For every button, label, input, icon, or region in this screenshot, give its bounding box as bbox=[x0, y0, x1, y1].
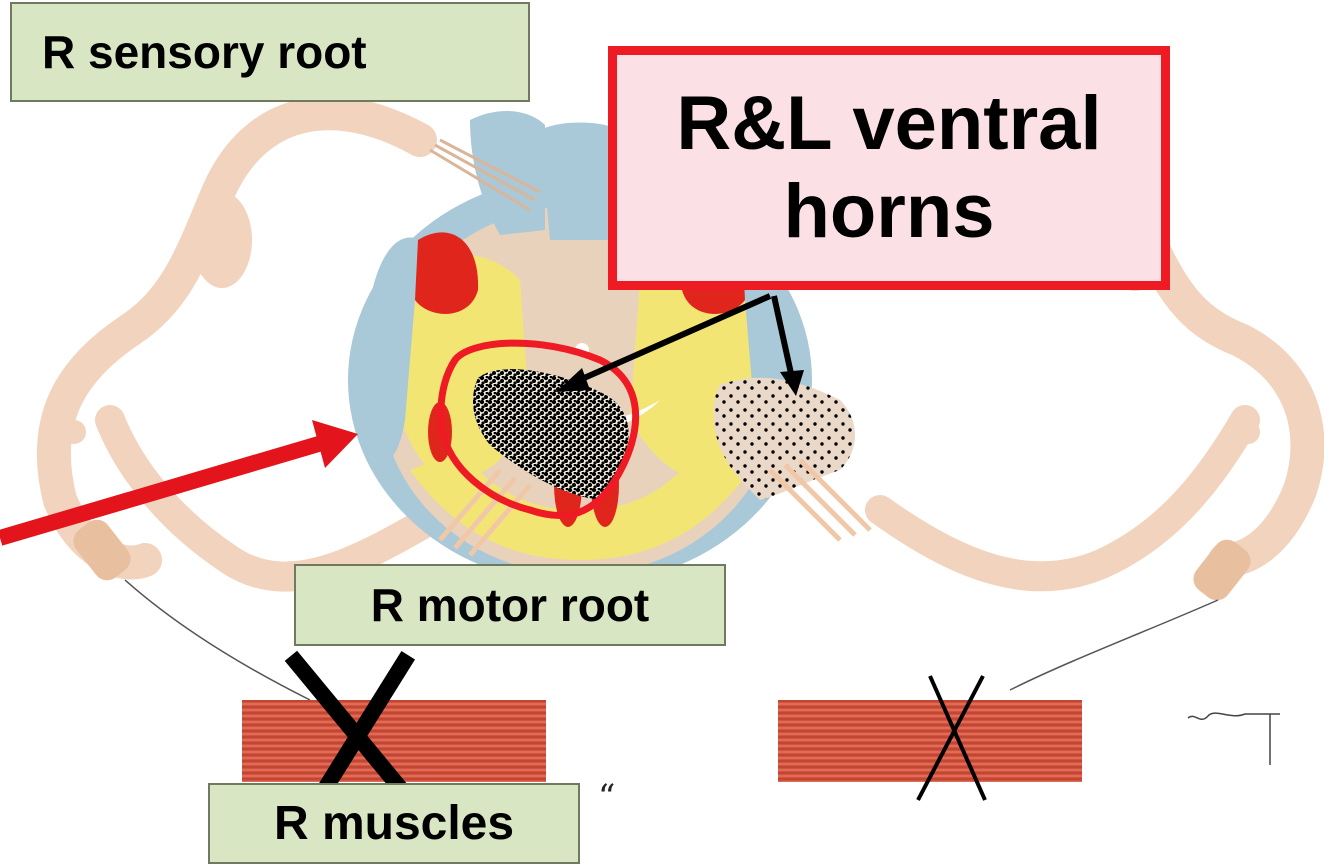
left-nerve-thread bbox=[125, 580, 310, 700]
left-ganglion bbox=[192, 192, 252, 288]
right-nerve-bulb bbox=[1236, 420, 1260, 444]
right-nerve-thread bbox=[1010, 600, 1218, 690]
callout-line-1: R&L ventral bbox=[617, 80, 1161, 168]
callout-line-2: horns bbox=[617, 168, 1161, 256]
motor-root-text: R motor root bbox=[371, 578, 650, 632]
muscles-label: R muscles bbox=[208, 783, 580, 864]
quote-mark-artifact: “ bbox=[598, 777, 615, 817]
left-muscle bbox=[778, 700, 1082, 782]
ventral-horns-callout: R&L ventral horns bbox=[608, 46, 1170, 290]
left-nerve-bulb bbox=[62, 420, 86, 444]
artist-signature bbox=[1188, 713, 1280, 765]
muscles-text: R muscles bbox=[274, 796, 514, 851]
sensory-root-label: R sensory root bbox=[10, 2, 530, 102]
sensory-root-text: R sensory root bbox=[42, 25, 367, 79]
motor-root-label: R motor root bbox=[294, 564, 726, 646]
